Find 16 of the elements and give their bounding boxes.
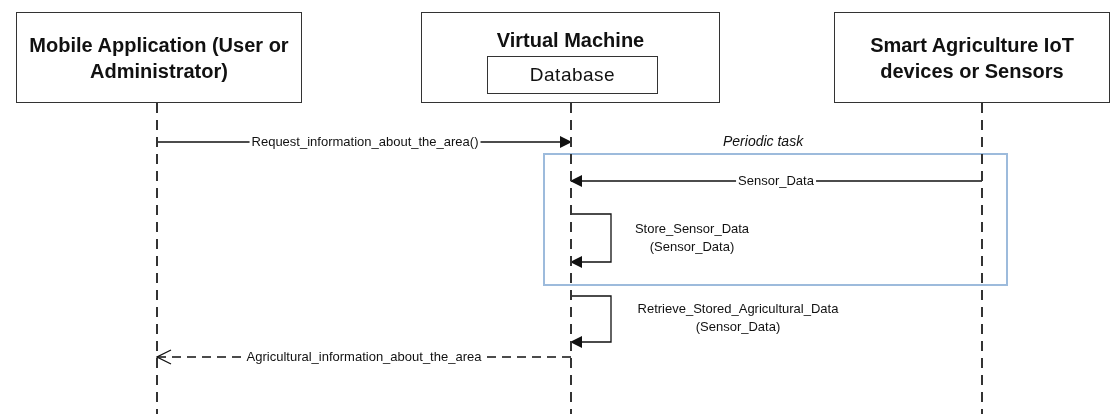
lifeline <box>156 103 158 414</box>
participant-title: Mobile Application (User or Administrator) <box>28 32 290 84</box>
lifeline <box>570 103 572 414</box>
participant-box <box>16 12 302 103</box>
frame-title: Periodic task <box>723 133 804 149</box>
participant-box <box>834 12 1110 103</box>
participant-box <box>421 12 720 103</box>
message-label: Retrieve_Stored_Agricultural_Data (Sensor_Data) <box>636 300 840 336</box>
participant-title: Smart Agriculture IoT devices or Sensors <box>869 32 1075 84</box>
lifeline <box>981 103 983 414</box>
message-arrow <box>570 295 612 348</box>
database-box <box>487 56 658 94</box>
participant-title: Virtual Machine <box>496 28 645 53</box>
database-label: Database <box>529 64 616 86</box>
message-arrow <box>570 213 612 268</box>
message-label: Store_Sensor_Data (Sensor_Data) <box>633 220 751 256</box>
